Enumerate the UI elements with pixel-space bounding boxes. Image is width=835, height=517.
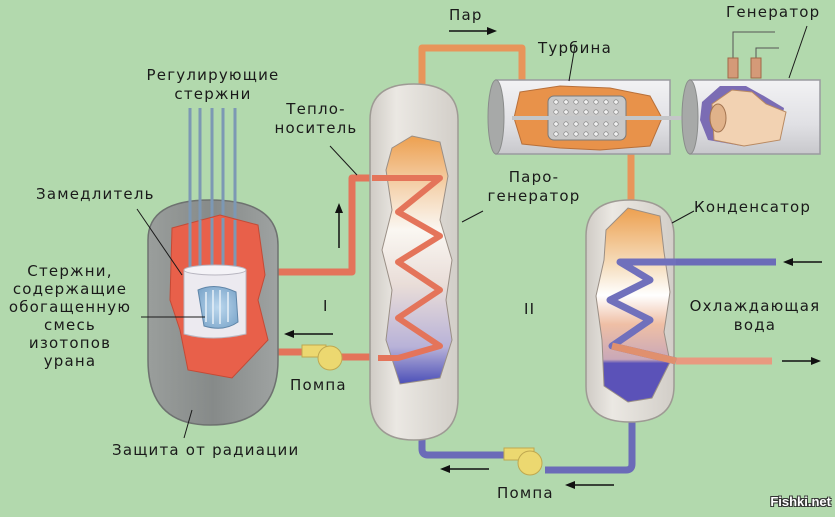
control-rods-label: Регулирующие стержни	[146, 66, 280, 103]
loop-one-label: I	[323, 297, 329, 315]
leader-lines	[136, 25, 808, 439]
secondary-return-arrow	[440, 465, 489, 473]
flow-arrows	[284, 27, 822, 489]
generator-label: Генератор	[726, 3, 821, 21]
cooling-water-label: Охлаждающая вода	[689, 297, 821, 334]
steam-generator-label: Паро- генератор	[487, 168, 581, 205]
steam-label: Пар	[449, 6, 483, 24]
turbine	[487, 79, 700, 155]
condenser-label: Конденсатор	[694, 198, 812, 216]
cooling-out-arrow	[782, 357, 821, 365]
fuel-rods	[197, 286, 239, 329]
steam-generator	[369, 83, 459, 441]
heat-exchanger-coil	[372, 175, 443, 361]
generator	[681, 31, 821, 155]
moderator-label: Замедлитель	[36, 185, 155, 203]
steam-pipe	[418, 44, 526, 88]
primary-hot-pipe	[270, 174, 372, 276]
cooling-in-arrow	[783, 258, 822, 266]
fuel-rods-label: Стержни, содержащие обогащенную смесь из…	[8, 262, 132, 370]
condenser	[585, 199, 677, 423]
feedwater-pipe	[418, 420, 636, 474]
watermark: Fishki.net	[770, 494, 831, 509]
coolant-label: Тепло- носитель	[274, 100, 358, 137]
secondary-pump-label: Помпа	[497, 484, 554, 502]
steam-flow-arrow	[449, 27, 497, 35]
radiation-shield-label: Защита от радиации	[112, 441, 300, 459]
coolant-up-arrow	[335, 203, 343, 248]
primary-pump-label: Помпа	[290, 376, 347, 394]
loop-two-label: II	[524, 300, 536, 318]
generator-rotor	[711, 89, 787, 147]
feedwater-arrow	[565, 481, 614, 489]
turbine-label: Турбина	[538, 39, 612, 57]
generator-wires	[732, 31, 779, 60]
secondary-pump	[503, 447, 543, 476]
condenser-interior	[595, 207, 671, 403]
reactor-vessel	[147, 108, 279, 426]
primary-pump	[301, 344, 343, 371]
primary-return-arrow	[284, 330, 333, 338]
